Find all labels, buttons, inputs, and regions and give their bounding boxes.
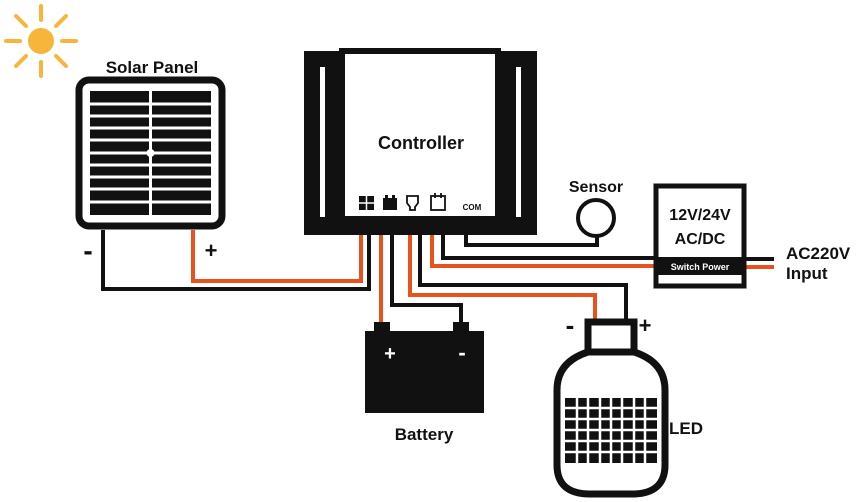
wire-led-positive: [418, 232, 628, 326]
wire-solar-negative: [101, 230, 371, 291]
switch-power-type: AC/DC: [675, 231, 726, 248]
sensor-icon: [576, 198, 616, 238]
battery-icon: [365, 322, 484, 413]
ac-input-label: Input: [786, 264, 828, 283]
solar-minus-sign: -: [83, 235, 92, 266]
wire-led-negative: [408, 232, 597, 326]
wire-power-orange: [430, 232, 656, 268]
port-battery-icon: [383, 195, 397, 210]
controller-box: [304, 48, 537, 235]
battery-label: Battery: [395, 425, 454, 444]
switch-power-voltage: 12V/24V: [669, 207, 731, 224]
led-minus-sign: -: [566, 310, 575, 340]
controller-port-icons: [359, 193, 446, 211]
led-label: LED: [669, 419, 703, 438]
wires: [101, 230, 774, 326]
wire-battery-negative: [390, 232, 463, 326]
led-plus-sign: +: [639, 313, 652, 338]
solar-panel-icon: [75, 76, 226, 230]
ac-input-voltage: AC220V: [786, 244, 851, 263]
port-lamp-icon: [406, 195, 419, 211]
wire-solar-positive: [191, 230, 363, 283]
wire-sensor: [464, 232, 599, 247]
solar-panel-label: Solar Panel: [106, 58, 199, 77]
com-port-label: COM: [463, 203, 482, 212]
led-lamp-icon: [553, 318, 669, 498]
battery-minus-sign: -: [458, 340, 465, 365]
switch-power-label: Switch Power: [671, 262, 730, 272]
port-power-icon: [430, 193, 446, 211]
solar-plus-sign: +: [205, 238, 218, 263]
wire-power-black: [441, 232, 656, 260]
sensor-label: Sensor: [569, 179, 623, 196]
sun-icon: [4, 4, 78, 78]
battery-plus-sign: +: [384, 343, 396, 365]
controller-label: Controller: [378, 133, 464, 153]
switch-power-band: [656, 257, 744, 275]
port-solar-icon: [359, 196, 374, 210]
